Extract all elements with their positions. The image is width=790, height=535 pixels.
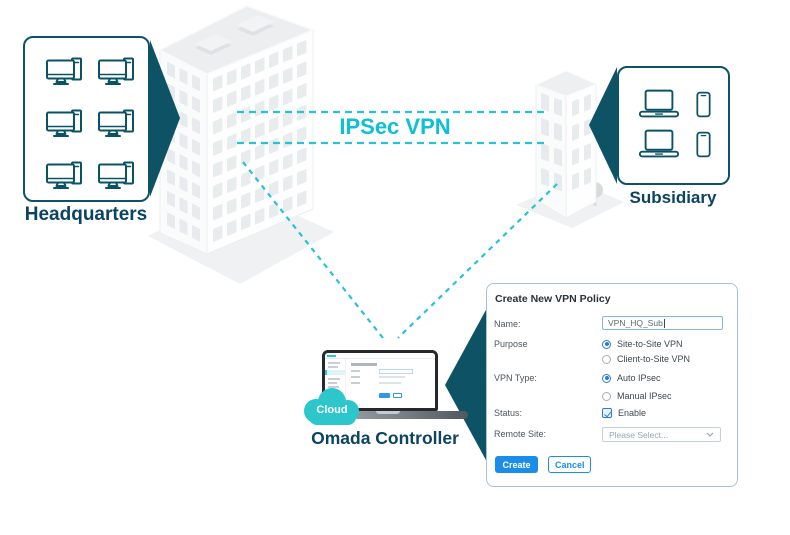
name-input-value: VPN_HQ_Sub (608, 318, 663, 328)
headquarters-device-group (23, 36, 150, 202)
cloud-badge-label: Cloud (316, 404, 348, 416)
cancel-button[interactable]: Cancel (548, 456, 591, 473)
desktop-computer-icon (97, 109, 137, 140)
status-label: Status: (494, 408, 523, 418)
radio-button-icon[interactable] (602, 339, 611, 349)
dialog-title: Create New VPN Policy (495, 293, 611, 305)
select-placeholder: Please Select... (609, 429, 669, 440)
laptop-icon (637, 89, 681, 119)
mini-ui-line (328, 362, 340, 364)
subsidiary-device-group (617, 66, 730, 185)
mini-ui-line (379, 382, 401, 384)
remote-site-select[interactable]: Please Select... (602, 427, 721, 442)
radio-label: Manual IPsec (617, 391, 672, 401)
roof-unit (195, 15, 274, 55)
mini-ui-line (351, 376, 360, 378)
headquarters-callout-pointer (150, 40, 180, 197)
radio-site-to-site[interactable]: Site-to-Site VPN (602, 338, 683, 350)
controller-laptop-base (308, 411, 468, 419)
radio-auto-ipsec[interactable]: Auto IPsec (602, 372, 661, 384)
cloud-icon (304, 388, 359, 425)
radio-client-to-site[interactable]: Client-to-Site VPN (602, 353, 690, 365)
vpn-tunnel-lines (237, 110, 558, 339)
desktop-computer-icon (97, 57, 137, 88)
mini-ui-line (379, 376, 405, 378)
create-button[interactable]: Create (495, 456, 538, 473)
headquarters-label: Headquarters (24, 204, 148, 225)
mini-ui-button (379, 393, 390, 398)
mini-ui-input (379, 369, 413, 374)
vpn-type-label: VPN Type: (494, 373, 537, 383)
mini-ui-logo (327, 354, 336, 357)
radio-button-icon[interactable] (602, 391, 611, 401)
controller-link-right (397, 183, 558, 339)
omada-controller-label: Omada Controller (311, 428, 459, 448)
smartphone-icon (696, 91, 711, 118)
building-windows (541, 93, 562, 192)
chevron-down-icon (706, 432, 714, 437)
name-label: Name: (494, 319, 521, 329)
device-row (637, 89, 728, 119)
name-input[interactable]: VPN_HQ_Sub (602, 316, 723, 330)
radio-manual-ipsec[interactable]: Manual IPsec (602, 390, 672, 402)
checkbox-icon[interactable] (602, 408, 612, 418)
controller-link-left (242, 161, 384, 339)
radio-label: Site-to-Site VPN (617, 339, 683, 349)
subsidiary-label: Subsidiary (629, 188, 717, 207)
radio-label: Client-to-Site VPN (617, 354, 691, 364)
mini-ui-active-item (325, 370, 345, 375)
form-callout-pointer (445, 308, 487, 462)
remote-site-label: Remote Site: (494, 429, 547, 439)
desktop-computer-icon (45, 161, 85, 192)
cloud-badge: Cloud (301, 387, 363, 428)
mini-ui-line (351, 382, 360, 384)
mini-ui-line (328, 378, 340, 380)
desktop-computer-icon (45, 109, 85, 140)
mini-ui-line (351, 370, 360, 372)
radio-button-icon[interactable] (602, 354, 611, 364)
smartphone-icon (696, 131, 711, 158)
radio-button-icon[interactable] (602, 373, 611, 383)
desktop-computer-icon (45, 57, 85, 88)
mini-ui-line (328, 366, 338, 368)
purpose-label: Purpose (494, 339, 528, 349)
mini-ui-heading (351, 363, 377, 366)
device-row (637, 129, 728, 159)
vpn-policy-dialog: Create New VPN Policy Name: VPN_HQ_Sub P… (486, 283, 738, 487)
mini-ui-topbar (325, 353, 435, 359)
ipsec-vpn-label: IPSec VPN (339, 114, 451, 139)
radio-label: Auto IPsec (617, 373, 661, 383)
desktop-computer-icon (97, 161, 137, 192)
building-windows (572, 94, 591, 190)
subsidiary-callout-pointer (589, 67, 617, 184)
status-enable-option[interactable]: Enable (602, 407, 646, 419)
checkbox-label: Enable (618, 408, 647, 418)
mini-ui-button (393, 393, 402, 398)
building-windows (213, 40, 307, 242)
laptop-icon (637, 129, 681, 159)
mini-ui-line (328, 386, 339, 388)
mini-ui-line (328, 382, 337, 384)
subsidiary-building (516, 70, 624, 228)
text-cursor (663, 318, 665, 328)
